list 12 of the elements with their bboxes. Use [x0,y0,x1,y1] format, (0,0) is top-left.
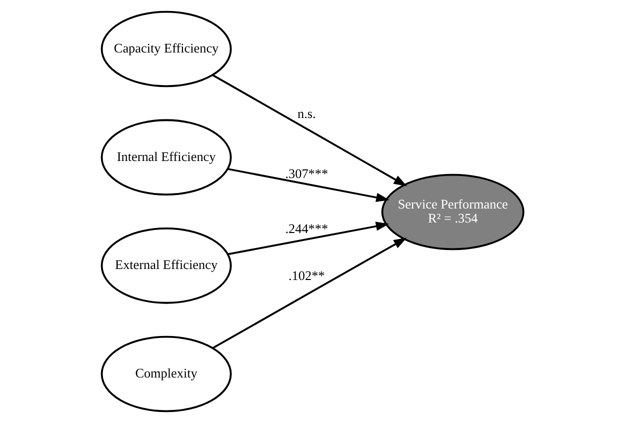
node-ellipse: Internal Efficiency [100,119,232,196]
node-ellipse: Complexity [100,336,232,412]
edge-label: n.s. [296,106,316,121]
edge-label: .244*** [284,220,328,236]
arrow [227,168,389,202]
arrow [212,238,406,349]
edge-label: .102** [288,268,324,283]
node-ellipse: Capacity Efficiency [100,10,232,88]
arrow [212,74,406,186]
arrow [227,222,389,256]
node-ellipse: External Efficiency [100,228,232,304]
edge-label: .307*** [284,166,328,182]
